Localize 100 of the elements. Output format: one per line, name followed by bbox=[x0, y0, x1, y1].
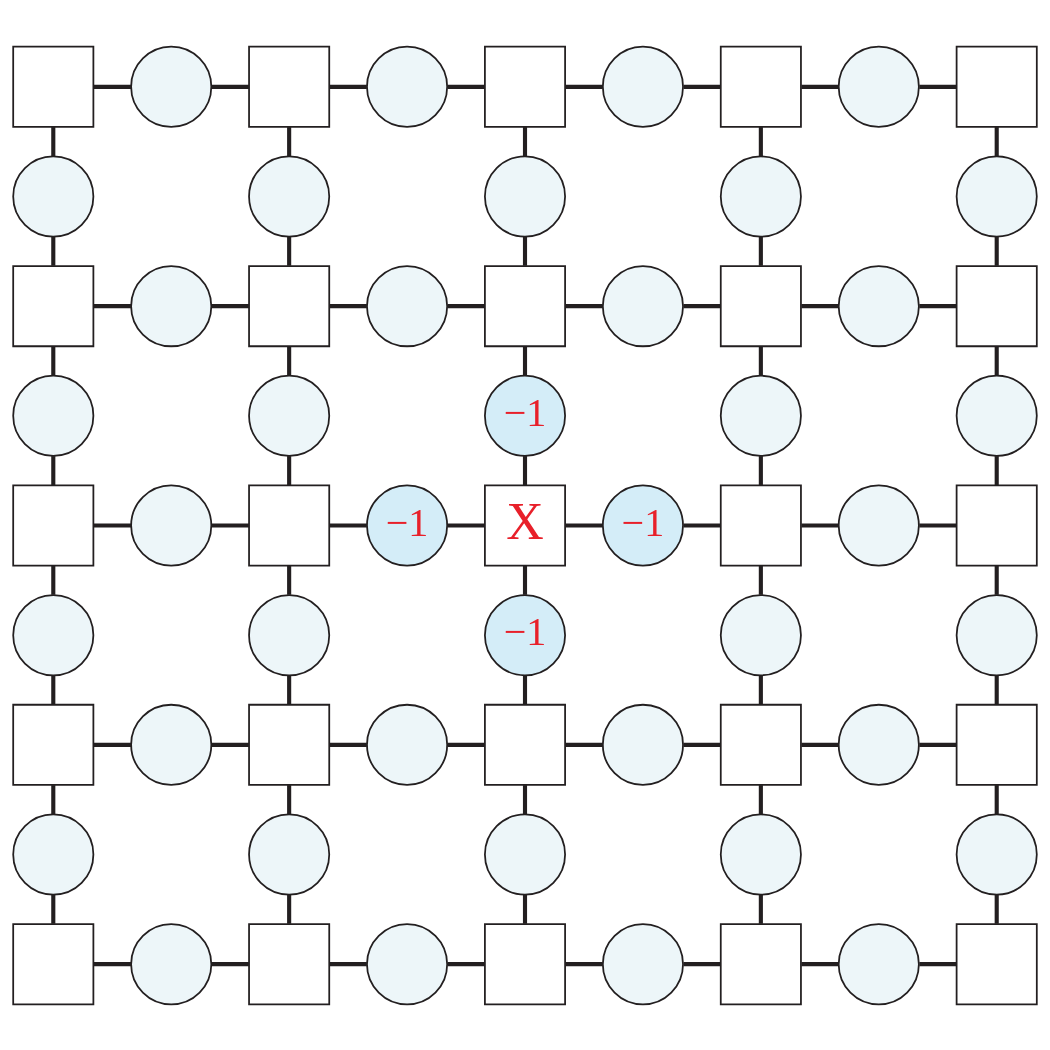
connector bbox=[994, 455, 999, 485]
connector bbox=[994, 126, 999, 156]
connector bbox=[51, 784, 56, 814]
connector bbox=[287, 565, 292, 595]
connector bbox=[758, 236, 763, 266]
node-box bbox=[955, 264, 1038, 347]
connector bbox=[801, 961, 839, 966]
node-box bbox=[12, 703, 95, 786]
connector bbox=[801, 84, 839, 89]
connector bbox=[919, 303, 957, 308]
node-circle bbox=[484, 155, 566, 237]
connector bbox=[522, 784, 528, 814]
node-circle: −1 bbox=[484, 593, 566, 676]
connector bbox=[919, 84, 957, 89]
node-circle: −1 bbox=[601, 484, 684, 566]
connector bbox=[211, 522, 249, 528]
node-box bbox=[955, 703, 1038, 786]
node-circle bbox=[601, 264, 684, 347]
connector bbox=[51, 126, 56, 156]
node-box bbox=[248, 922, 331, 1005]
connector bbox=[329, 961, 367, 966]
node-box bbox=[248, 45, 331, 128]
connector bbox=[565, 84, 603, 89]
connector bbox=[447, 522, 485, 528]
node-box bbox=[484, 703, 566, 786]
connector bbox=[447, 961, 485, 966]
connector bbox=[211, 303, 249, 308]
connector bbox=[994, 894, 999, 924]
connector bbox=[683, 742, 721, 747]
connector bbox=[683, 303, 721, 308]
connector bbox=[287, 126, 292, 156]
connector bbox=[758, 894, 763, 924]
connector bbox=[51, 565, 56, 595]
connector bbox=[565, 522, 603, 528]
node-circle bbox=[248, 593, 331, 676]
connector bbox=[919, 742, 957, 747]
connector bbox=[287, 455, 292, 485]
node-circle bbox=[955, 374, 1038, 457]
node-circle bbox=[955, 813, 1038, 895]
connector bbox=[565, 303, 603, 308]
node-circle bbox=[366, 703, 449, 786]
connector bbox=[683, 522, 721, 528]
connector bbox=[994, 565, 999, 595]
connector bbox=[758, 565, 763, 595]
connector bbox=[801, 303, 839, 308]
node-circle bbox=[248, 374, 331, 457]
node-circle bbox=[366, 264, 449, 347]
node-circle bbox=[837, 922, 920, 1005]
connector bbox=[51, 455, 56, 485]
node-circle bbox=[601, 45, 684, 128]
connector bbox=[287, 784, 292, 814]
node-circle bbox=[837, 45, 920, 128]
connector bbox=[522, 236, 528, 266]
node-circle: −1 bbox=[366, 484, 449, 566]
connector bbox=[329, 84, 367, 89]
connector bbox=[801, 742, 839, 747]
connector bbox=[994, 674, 999, 704]
node-circle bbox=[366, 922, 449, 1005]
node-circle bbox=[719, 155, 802, 237]
node-circle bbox=[484, 813, 566, 895]
connector bbox=[287, 345, 292, 375]
node-circle bbox=[130, 484, 213, 566]
connector bbox=[329, 522, 367, 528]
node-box bbox=[248, 484, 331, 566]
node-circle bbox=[12, 374, 95, 457]
connector bbox=[447, 742, 485, 747]
connector bbox=[758, 455, 763, 485]
connector bbox=[758, 784, 763, 814]
node-box bbox=[248, 264, 331, 347]
connector bbox=[683, 961, 721, 966]
connector bbox=[758, 126, 763, 156]
connector bbox=[329, 742, 367, 747]
node-circle bbox=[130, 922, 213, 1005]
connector bbox=[51, 236, 56, 266]
node-circle bbox=[837, 264, 920, 347]
connector bbox=[447, 303, 485, 308]
connector bbox=[522, 455, 528, 485]
connector bbox=[522, 126, 528, 156]
node-box bbox=[719, 264, 802, 347]
connector bbox=[287, 674, 292, 704]
connector bbox=[994, 784, 999, 814]
connector bbox=[522, 894, 528, 924]
connector bbox=[522, 565, 528, 595]
node-box bbox=[12, 922, 95, 1005]
node-box bbox=[955, 45, 1038, 128]
node-circle bbox=[719, 593, 802, 676]
node-circle bbox=[601, 922, 684, 1005]
connector bbox=[683, 84, 721, 89]
node-circle: −1 bbox=[484, 374, 566, 457]
node-circle bbox=[248, 813, 331, 895]
connector bbox=[287, 236, 292, 266]
node-box bbox=[12, 45, 95, 128]
connector bbox=[329, 303, 367, 308]
node-circle bbox=[130, 45, 213, 128]
connector bbox=[93, 522, 131, 528]
connector bbox=[758, 345, 763, 375]
connector bbox=[93, 84, 131, 89]
connector bbox=[211, 742, 249, 747]
node-circle bbox=[955, 593, 1038, 676]
node-box bbox=[484, 45, 566, 128]
